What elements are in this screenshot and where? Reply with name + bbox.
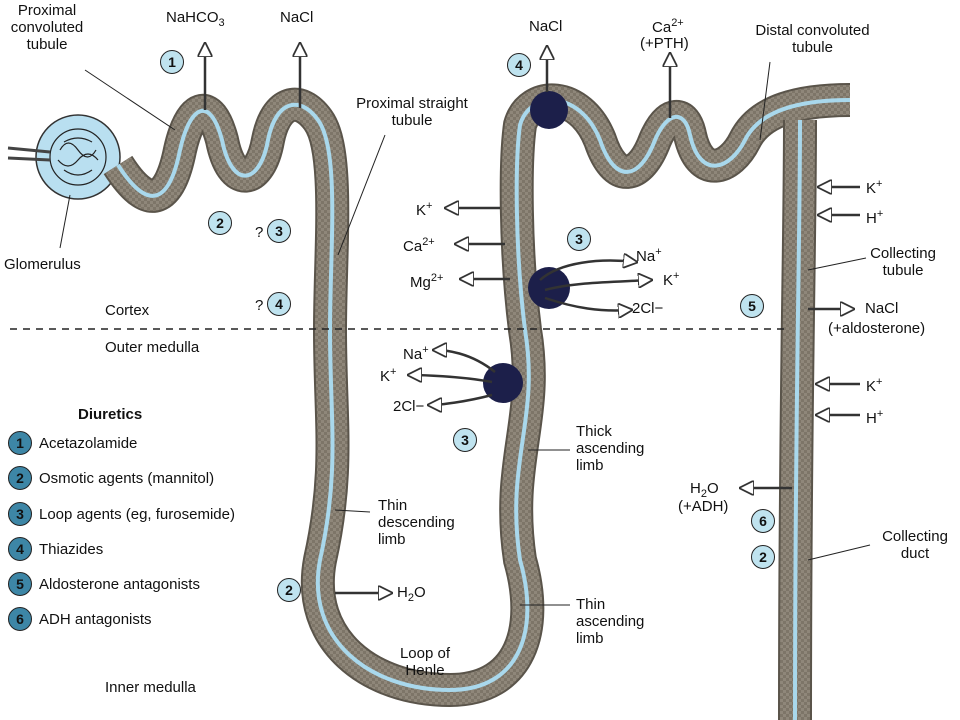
ion-k-collecting-1: K+ (866, 178, 883, 197)
legend-number-badge: 5 (8, 572, 32, 596)
legend-number-badge: 2 (8, 466, 32, 490)
ion-h2o-loop: H2O (397, 584, 426, 604)
label-nahco3: NaHCO3 (166, 9, 225, 29)
label-proximal-straight: Proximal straight tubule (356, 95, 468, 129)
ion-na-in: Na+ (636, 246, 662, 265)
ion-ca-out: Ca2+ (403, 236, 435, 255)
legend-item: 1 Acetazolamide (8, 431, 138, 455)
legend-item-label: Osmotic agents (mannitol) (39, 469, 215, 487)
label-aldosterone: (+aldosterone) (828, 320, 926, 337)
label-ca-distal: Ca2+ (652, 17, 684, 36)
legend-item-label: Thiazides (39, 540, 104, 558)
label-collecting-duct: Collecting duct (882, 528, 948, 562)
question-mark-3: ? (255, 224, 264, 241)
ion-k-in: K+ (663, 270, 680, 289)
site-badge-2c: 2 (751, 545, 775, 569)
legend-item-label: Acetazolamide (39, 434, 138, 452)
legend-item-label: ADH antagonists (39, 610, 152, 628)
label-proximal-convoluted: Proximal convoluted tubule (10, 2, 84, 53)
ion-na-lower: Na+ (403, 344, 429, 363)
site-badge-5: 5 (740, 294, 764, 318)
ion-h-collecting-2: H+ (866, 408, 884, 427)
label-loop-of-henle: Loop of Henle (399, 645, 451, 679)
site-badge-6: 6 (751, 509, 775, 533)
legend-number-badge: 6 (8, 607, 32, 631)
flux-arrows (205, 45, 860, 593)
legend-item: 6 ADH antagonists (8, 607, 152, 631)
legend-item: 3 Loop agents (eg, furosemide) (8, 502, 235, 526)
zone-inner-medulla: Inner medulla (105, 679, 196, 696)
tubule (103, 83, 851, 720)
ion-k-lower: K+ (380, 366, 397, 385)
zone-cortex: Cortex (105, 302, 150, 319)
label-nacl-proximal: NaCl (280, 9, 314, 26)
label-collecting-tubule: Collecting tubule (870, 245, 936, 279)
legend-item-label: Aldosterone antagonists (39, 575, 200, 593)
legend-item: 5 Aldosterone antagonists (8, 572, 200, 596)
ion-k-out: K+ (416, 200, 433, 219)
label-thick-ascending: Thick ascending limb (576, 423, 645, 474)
ion-nacl-collecting: NaCl (865, 300, 899, 317)
label-glomerulus: Glomerulus (4, 256, 81, 273)
legend-number-badge: 1 (8, 431, 32, 455)
label-nacl-distal: NaCl (529, 18, 563, 35)
ion-cl-in: 2Cl− (632, 300, 664, 317)
label-pth: (+PTH) (640, 35, 689, 52)
transporter-tal-lower (483, 363, 523, 403)
ion-mg-out: Mg2+ (410, 272, 444, 291)
ion-k-collecting-2: K+ (866, 376, 883, 395)
legend-number-badge: 3 (8, 502, 32, 526)
glomerulus-capsule (7, 114, 121, 200)
site-badge-3c: 3 (453, 428, 477, 452)
legend-number-badge: 4 (8, 537, 32, 561)
legend-title: Diuretics (78, 406, 143, 423)
legend-item: 2 Osmotic agents (mannitol) (8, 466, 215, 490)
label-thin-ascending: Thin ascending limb (576, 596, 645, 647)
site-badge-1: 1 (160, 50, 184, 74)
question-mark-4: ? (255, 297, 264, 314)
transporter-dct (530, 91, 568, 129)
legend-item-label: Loop agents (eg, furosemide) (39, 505, 235, 523)
ion-h2o-collecting: H2O (690, 480, 719, 500)
legend-item: 4 Thiazides (8, 537, 104, 561)
label-distal-convoluted: Distal convoluted tubule (755, 22, 870, 56)
site-badge-4a: 4 (267, 292, 291, 316)
ion-h-collecting-1: H+ (866, 208, 884, 227)
ion-cl-lower: 2Cl− (393, 398, 425, 415)
site-badge-2a: 2 (208, 211, 232, 235)
site-badge-4b: 4 (507, 53, 531, 77)
zone-outer-medulla: Outer medulla (105, 339, 200, 356)
site-badge-3a: 3 (267, 219, 291, 243)
label-adh: (+ADH) (678, 498, 729, 515)
site-badge-2b: 2 (277, 578, 301, 602)
label-thin-descending: Thin descending limb (378, 497, 455, 548)
site-badge-3b: 3 (567, 227, 591, 251)
leader-lines (59, 61, 871, 606)
